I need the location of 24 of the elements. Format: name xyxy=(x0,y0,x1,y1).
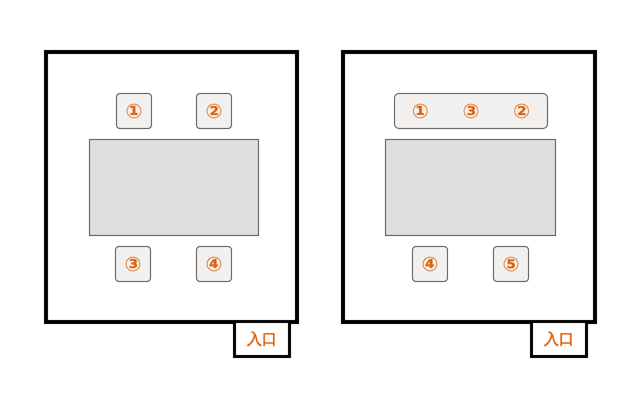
entrance-label: 入口 xyxy=(247,332,277,346)
seat xyxy=(116,93,152,129)
room-outline xyxy=(341,50,597,324)
seat xyxy=(196,93,232,129)
entrance-box xyxy=(233,320,291,358)
seat xyxy=(196,246,232,282)
seat-number: ④ xyxy=(422,254,438,274)
seat xyxy=(493,246,529,282)
seat-number: ③ xyxy=(462,101,480,121)
seat-number: ① xyxy=(126,101,142,121)
seat-number: ④ xyxy=(206,254,222,274)
seat-number: ② xyxy=(206,101,222,121)
seat xyxy=(115,246,151,282)
seat-number: ② xyxy=(513,101,530,121)
seat-number: ⑤ xyxy=(502,254,520,274)
entrance-box xyxy=(530,320,588,358)
table xyxy=(89,139,259,236)
entrance-label: 入口 xyxy=(544,332,574,346)
seat-number: ③ xyxy=(124,254,142,274)
bench xyxy=(394,93,548,129)
table xyxy=(385,139,556,236)
room-outline xyxy=(44,50,299,324)
seat-number: ① xyxy=(412,101,429,121)
seat xyxy=(412,246,448,282)
